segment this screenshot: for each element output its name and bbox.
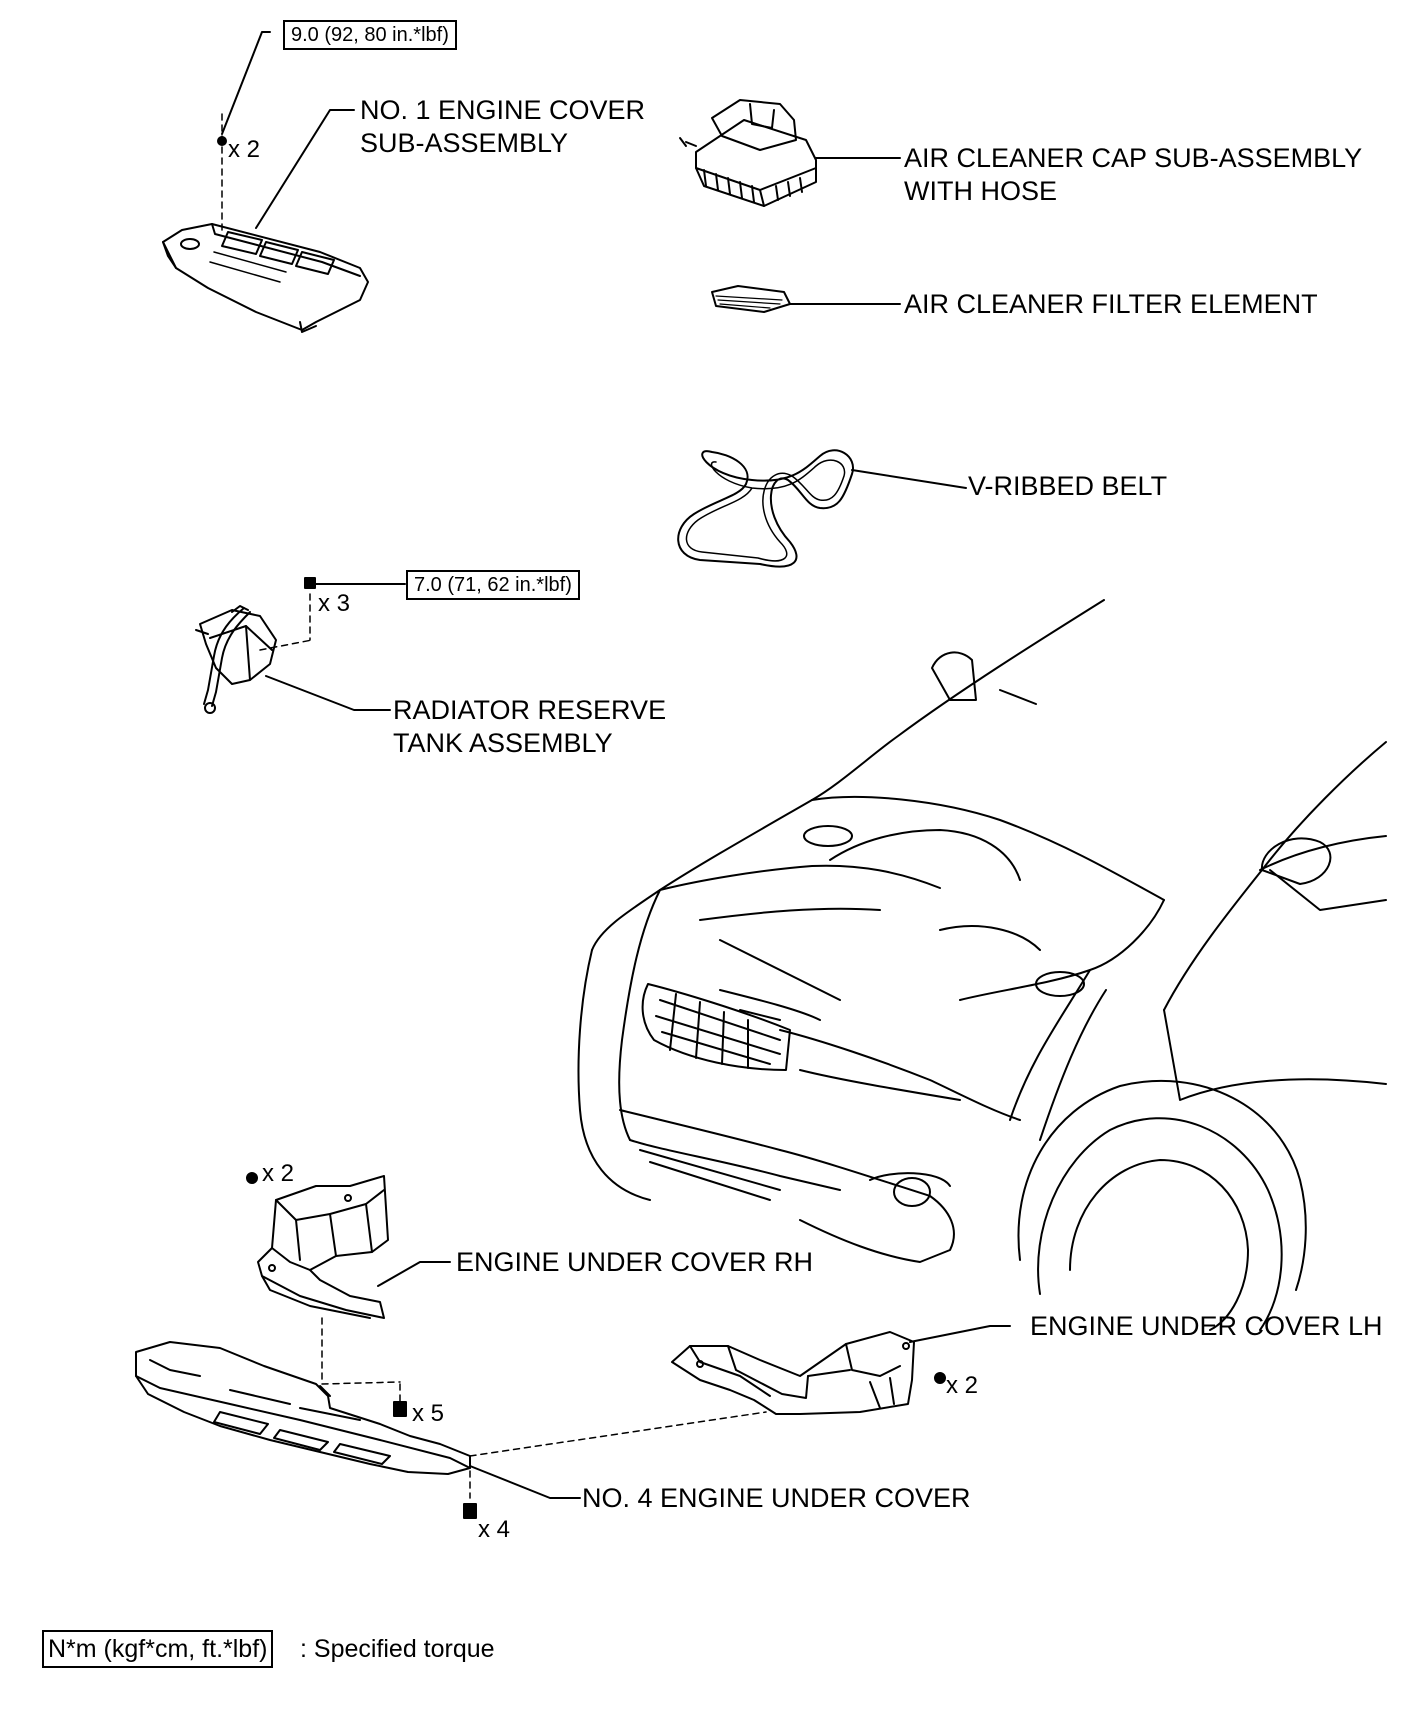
torque-legend-description: : Specified torque [300,1635,495,1663]
engine-cover-drawing [162,223,369,333]
reserve-tank-drawing [195,605,277,714]
torque-unit-legend-box: N*m (kgf*cm, ft.*lbf) [42,1630,274,1668]
air-cleaner-cap-drawing [679,99,817,207]
under-cover-rh-drawing [257,1175,389,1319]
no4-bolt-icon [463,1503,477,1519]
air-filter-label: AIR CLEANER FILTER ELEMENT [904,289,1318,319]
vehicle-front-drawing [577,599,1387,1331]
engine-cover-torque-spec: 9.0 (92, 80 in.*lbf) [283,20,457,50]
air-filter-drawing [711,285,791,313]
lh-cover-bolt-qty: x 2 [946,1372,979,1399]
belt-label: V-RIBBED BELT [968,471,1168,501]
reserve-tank-bolt-qty: x 3 [318,590,351,617]
engine-cover-bolt-icon [217,136,227,146]
reserve-tank-label: RADIATOR RESERVE TANK ASSEMBLY [393,695,667,758]
no4-clip-icon [393,1401,407,1417]
reserve-tank-bolt-icon [304,577,316,589]
under-cover-rh-label: ENGINE UNDER COVER RH [456,1247,814,1277]
rh-cover-bolt-icon [246,1172,258,1184]
v-ribbed-belt-drawing [677,449,854,568]
engine-cover-bolt-qty: x 2 [228,136,261,163]
under-cover-lh-label: ENGINE UNDER COVER LH [1030,1311,1383,1341]
air-cleaner-cap-label: AIR CLEANER CAP SUB-ASSEMBLY WITH HOSE [904,143,1363,206]
no4-bolt-qty: x 4 [478,1516,511,1543]
no4-clip-qty: x 5 [412,1400,445,1427]
reserve-tank-torque-spec: 7.0 (71, 62 in.*lbf) [406,570,580,600]
under-cover-no4-label: NO. 4 ENGINE UNDER COVER [582,1483,971,1513]
lh-cover-bolt-icon [934,1372,946,1384]
engine-cover-label: NO. 1 ENGINE COVER SUB-ASSEMBLY [360,95,646,158]
rh-cover-bolt-qty: x 2 [262,1160,295,1187]
under-cover-lh-drawing [671,1331,915,1415]
